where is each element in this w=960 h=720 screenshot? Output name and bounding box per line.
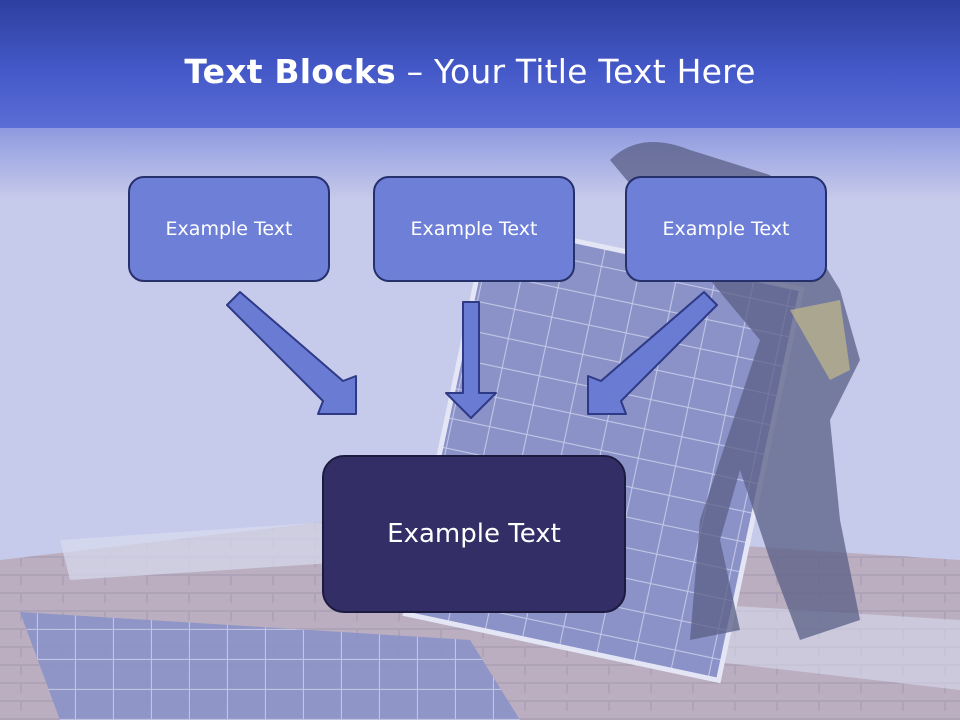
title-separator: –: [395, 52, 434, 91]
arrow-down-right-icon: [226, 291, 357, 415]
main-text-block[interactable]: Example Text: [322, 455, 626, 613]
slide-title: Text Blocks – Your Title Text Here: [0, 52, 940, 91]
title-rest: Your Title Text Here: [433, 52, 756, 91]
arrow-down-icon: [445, 301, 497, 419]
arrow-down-left-icon: [587, 291, 718, 415]
text-block-right[interactable]: Example Text: [625, 176, 827, 282]
title-bold: Text Blocks: [184, 52, 396, 91]
text-block-center[interactable]: Example Text: [373, 176, 575, 282]
text-block-left[interactable]: Example Text: [128, 176, 330, 282]
